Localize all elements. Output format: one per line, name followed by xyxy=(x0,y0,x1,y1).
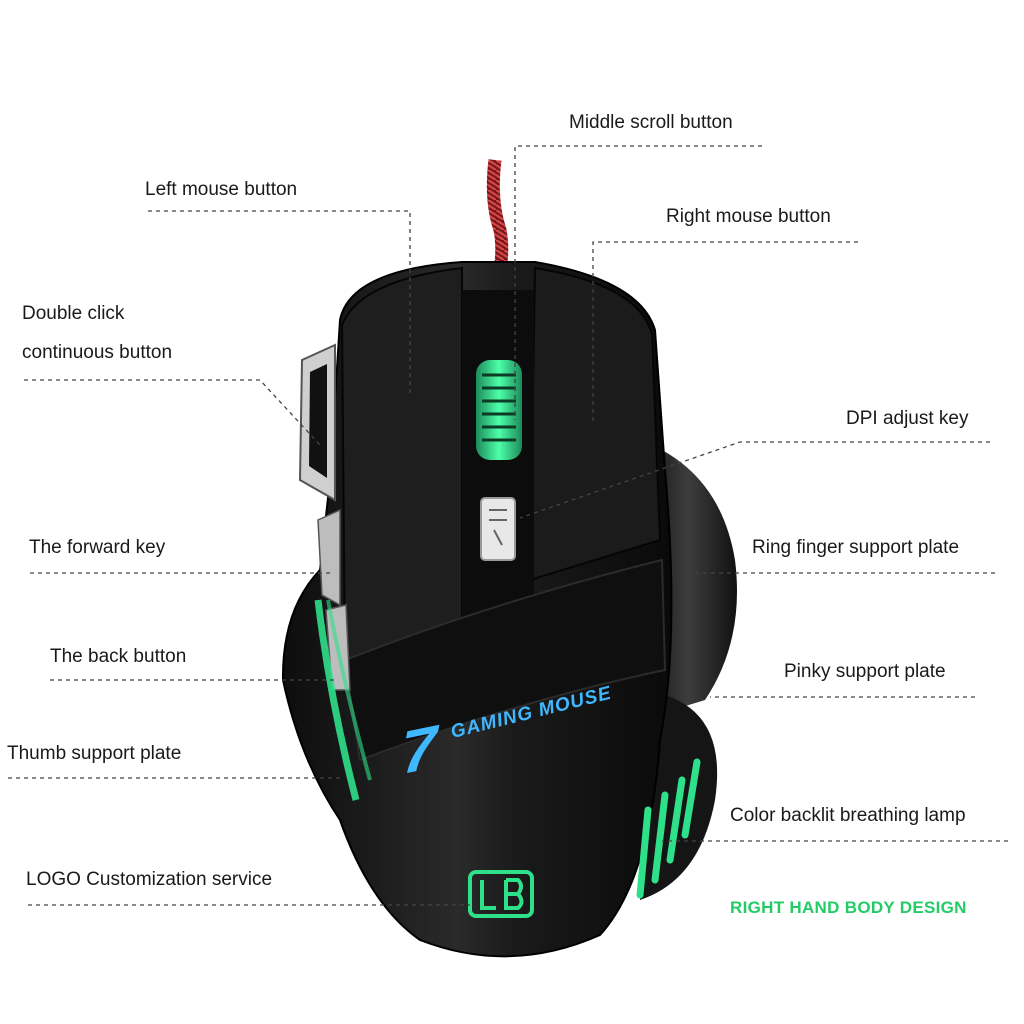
label-backlit: Color backlit breathing lamp xyxy=(730,805,966,826)
right-button-shape xyxy=(528,266,662,582)
mouse-seven-glyph: 7 xyxy=(401,713,437,788)
left-button-shape xyxy=(340,266,463,662)
label-logo-service: LOGO Customization service xyxy=(26,869,273,890)
breathing-lamp xyxy=(636,758,701,899)
logo-box xyxy=(468,870,534,918)
label-middle-scroll: Middle scroll button xyxy=(569,112,733,133)
label-right-button: Right mouse button xyxy=(666,206,831,227)
thumb-glow xyxy=(314,599,360,801)
label-thumb: Thumb support plate xyxy=(7,743,182,764)
leader-lines xyxy=(8,145,1008,906)
label-dpi-key: DPI adjust key xyxy=(846,408,969,429)
label-forward-key: The forward key xyxy=(29,537,166,558)
dpi-button xyxy=(480,497,516,561)
label-back-button: The back button xyxy=(50,646,187,667)
scroll-wheel xyxy=(476,360,522,460)
label-double-click-2: continuous button xyxy=(22,342,173,363)
label-ring-finger: Ring finger support plate xyxy=(752,537,960,558)
label-left-button: Left mouse button xyxy=(145,179,298,200)
label-double-click-1: Double click xyxy=(22,303,125,324)
label-pinky: Pinky support plate xyxy=(784,661,946,682)
tagline: RIGHT HAND BODY DESIGN xyxy=(730,898,967,917)
forward-button-shape xyxy=(317,508,341,607)
palm-band xyxy=(343,558,667,762)
